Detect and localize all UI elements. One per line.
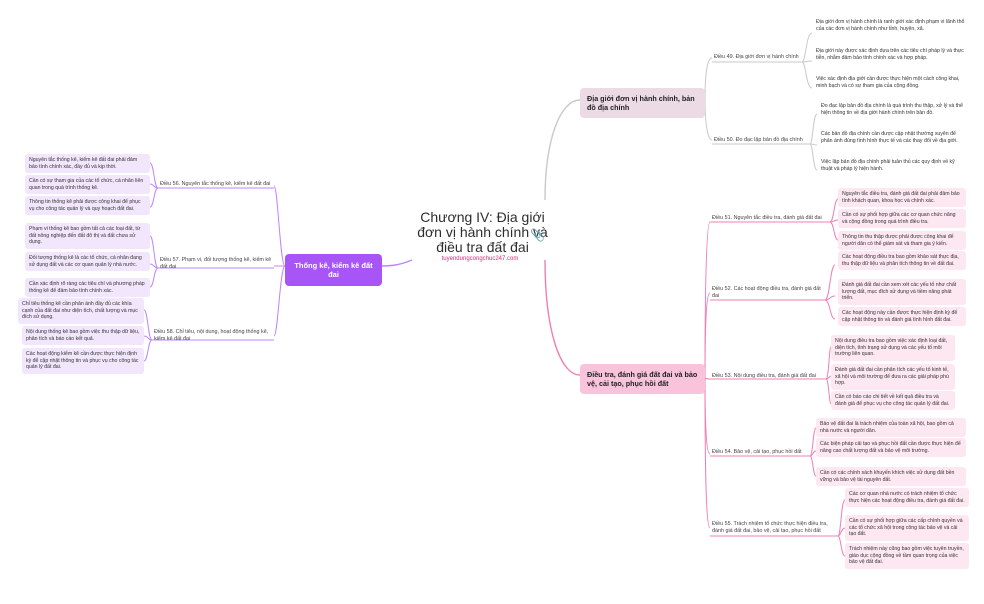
link-center-branch-b [544, 259, 581, 376]
leaf-54-1[interactable]: Bảo vệ đất đai là trách nhiệm của toàn x… [816, 418, 966, 438]
article-56[interactable]: Điều 56. Nguyên tắc thống kê, kiểm kê đấ… [160, 181, 271, 187]
branch-thong-ke[interactable]: Thống kê, kiểm kê đất đai [285, 254, 382, 286]
leaf-54-3[interactable]: Cần có các chính sách khuyến khích việc … [816, 467, 966, 487]
leaf-57-3[interactable]: Cần xác định rõ ràng các tiêu chí và phư… [25, 278, 150, 298]
leaf-52-1[interactable]: Các hoạt động điều tra bao gồm khảo sát … [838, 251, 966, 271]
leaf-58-3[interactable]: Các hoạt động kiểm kê cần được thực hiện… [22, 348, 144, 374]
leaf-56-2[interactable]: Cần có sự tham gia của các tổ chức, cá n… [25, 175, 150, 195]
leaf-56-3[interactable]: Thông tin thống kê phải được công khai đ… [25, 196, 150, 216]
leaf-53-3[interactable]: Cần có báo cáo chi tiết về kết quả điều … [831, 391, 955, 411]
paperclip-icon[interactable]: 📎 [530, 228, 545, 242]
leaf-50-3[interactable]: Việc lập bản đồ địa chính phải tuân thủ … [817, 156, 970, 176]
leaf-52-2[interactable]: Đánh giá đất đai cần xem xét các yếu tố … [838, 279, 966, 305]
leaf-55-1[interactable]: Các cơ quan nhà nước có trách nhiệm tổ c… [845, 488, 969, 508]
leaf-55-3[interactable]: Trách nhiệm này cũng bao gồm việc tuyên … [845, 543, 969, 569]
article-49[interactable]: Điều 49. Địa giới đơn vị hành chính [714, 54, 799, 60]
central-topic[interactable]: Chương IV: Địa giới đơn vị hành chính và… [417, 209, 548, 255]
leaf-49-1[interactable]: Địa giới đơn vị hành chính là ranh giới … [812, 16, 970, 36]
link-center-branch-c [379, 259, 413, 267]
leaf-56-1[interactable]: Nguyên tắc thống kê, kiểm kê đất đai phả… [25, 154, 150, 174]
branch-dia-gioi[interactable]: Địa giới đơn vị hành chính, bản đồ địa c… [580, 88, 705, 118]
leaf-50-2[interactable]: Các bản đồ địa chính cần được cập nhật t… [817, 128, 970, 148]
branch-dieu-tra[interactable]: Điều tra, đánh giá đất đai và bảo vệ, cả… [580, 364, 705, 394]
leaf-51-1[interactable]: Nguyên tắc điều tra, đánh giá đất đai ph… [838, 188, 966, 208]
article-53[interactable]: Điều 53. Nội dung điều tra, đánh giá đất… [712, 373, 816, 379]
central-topic-subtitle: tuyendungcongchuc247.com [441, 256, 519, 262]
article-52[interactable]: Điều 52. Các hoạt động điều tra, đánh gi… [712, 286, 821, 299]
leaf-57-1[interactable]: Phạm vi thống kê bao gồm tất cả các loại… [25, 223, 150, 249]
article-57[interactable]: Điều 57. Phạm vi, đối tượng thống kê, ki… [160, 257, 272, 270]
article-51[interactable]: Điều 51. Nguyên tắc điều tra, đánh giá đ… [712, 215, 822, 221]
article-54[interactable]: Điều 54. Bảo vệ, cải tạo, phục hồi đất [712, 449, 802, 455]
article-50[interactable]: Điều 50. Đo đạc lập bản đồ địa chính [714, 137, 803, 143]
leaf-52-3[interactable]: Các hoạt động này cần được thực hiện địn… [838, 307, 966, 327]
leaf-58-1[interactable]: Chỉ tiêu thống kê cần phản ánh đầy đủ cá… [18, 298, 144, 324]
leaf-49-2[interactable]: Địa giới này được xác định dựa trên các … [812, 45, 970, 65]
article-55[interactable]: Điều 55. Trách nhiệm tổ chức thực hiện đ… [712, 521, 828, 534]
leaf-51-2[interactable]: Cần có sự phối hợp giữa các cơ quan chức… [838, 209, 966, 229]
link-center-branch-a [544, 99, 581, 201]
leaf-57-2[interactable]: Đối tượng thống kê là các tổ chức, cá nh… [25, 252, 150, 272]
leaf-54-2[interactable]: Các biện pháp cải tạo và phục hồi đất cầ… [816, 438, 966, 458]
leaf-58-2[interactable]: Nội dung thống kê bao gồm việc thu thập … [22, 326, 144, 346]
article-58[interactable]: Điều 58. Chỉ tiêu, nội dung, hoạt động t… [154, 329, 269, 342]
leaf-49-3[interactable]: Việc xác định địa giới cần được thực hiệ… [812, 73, 970, 93]
leaf-53-2[interactable]: Đánh giá đất đai cần phân tích các yếu t… [831, 364, 955, 390]
leaf-55-2[interactable]: Cần có sự phối hợp giữa các cấp chính qu… [845, 515, 969, 541]
leaf-53-1[interactable]: Nội dung điều tra bao gồm việc xác định … [831, 335, 955, 361]
leaf-50-1[interactable]: Đo đạc lập bản đồ địa chính là quá trình… [817, 100, 970, 120]
leaf-51-3[interactable]: Thông tin thu thập được phải được công k… [838, 231, 966, 251]
